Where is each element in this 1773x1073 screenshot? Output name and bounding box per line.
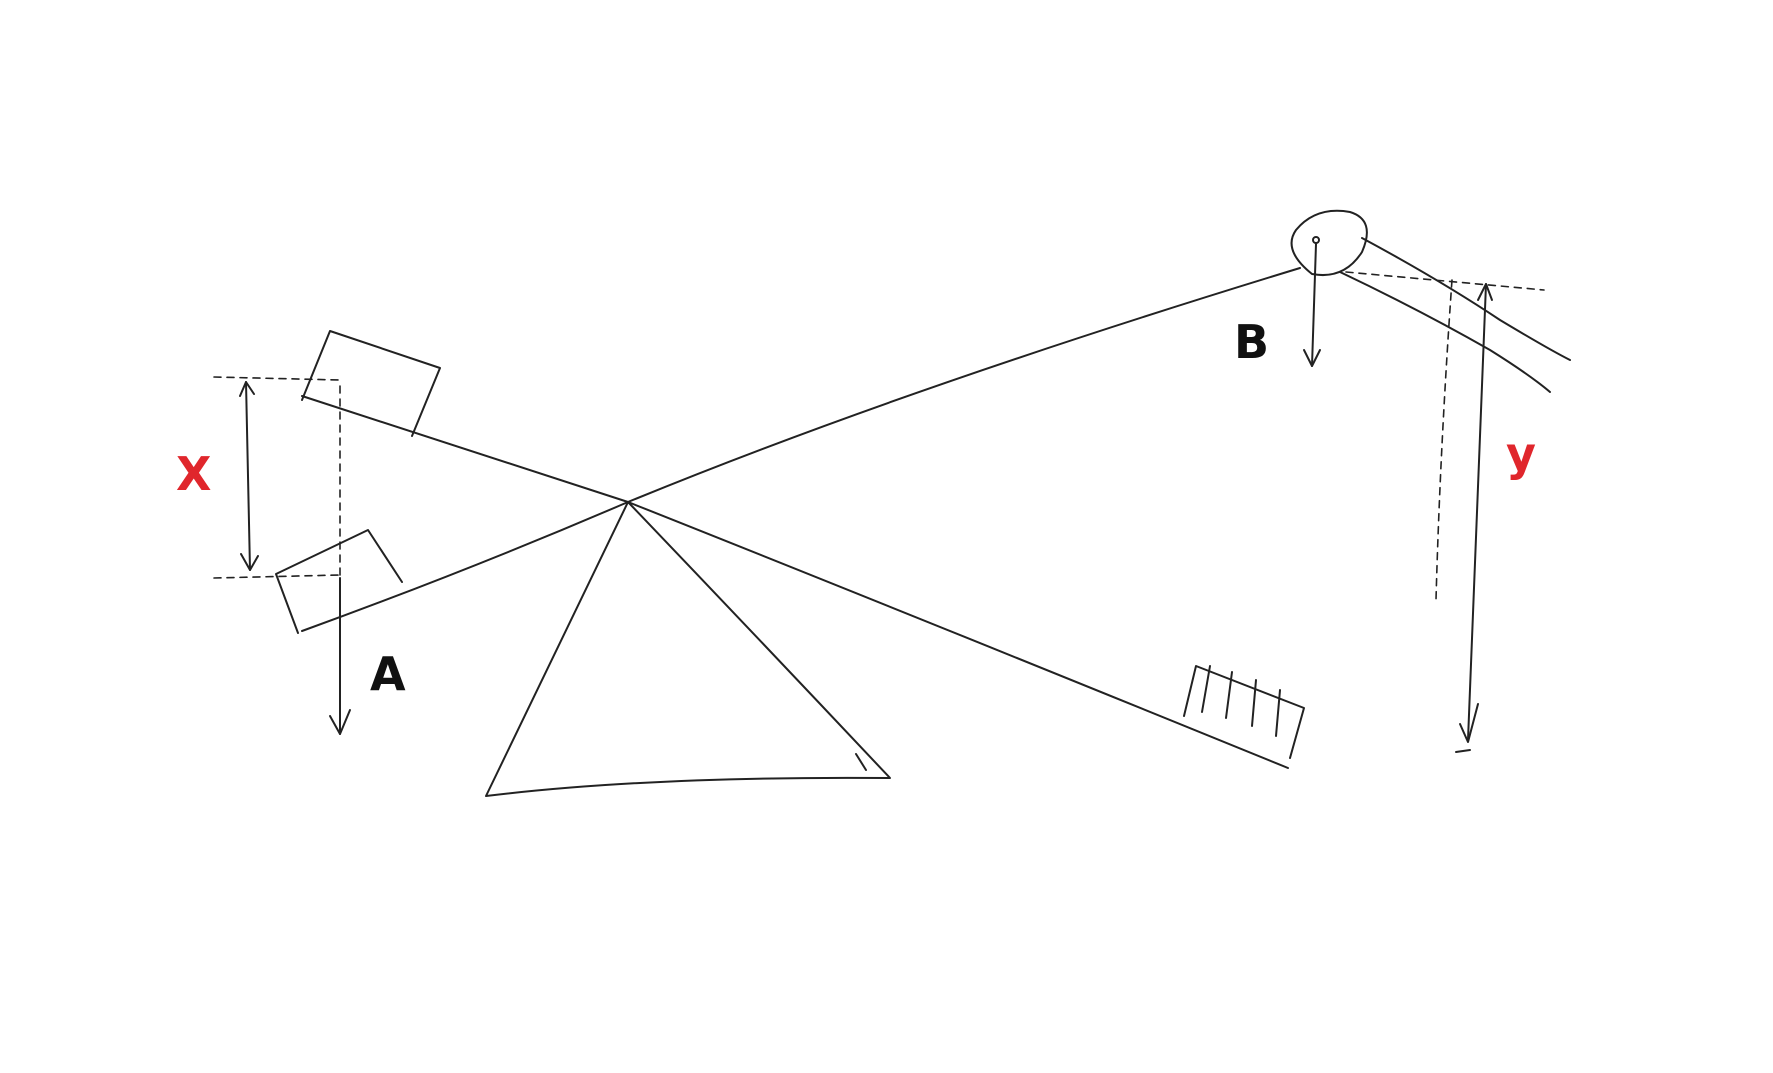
y-dashed-vertical (1435, 279, 1453, 601)
hatch-lines (1201, 665, 1281, 737)
label-x: X (176, 447, 211, 501)
trajectory-lower (1339, 271, 1551, 393)
lever-rest-position (301, 395, 1289, 769)
x-arrow-top (239, 381, 255, 397)
block-a-lower (275, 529, 403, 634)
label-b: B (1234, 315, 1269, 369)
ball-b-center (1312, 236, 1320, 244)
y-dimension-line (1467, 283, 1487, 741)
block-a-upper (301, 330, 441, 437)
fulcrum-triangle (485, 501, 891, 797)
label-y: y (1506, 427, 1536, 481)
ball-b (1290, 209, 1368, 276)
arrow-a-down-head (329, 709, 351, 735)
lever-launch-position (301, 267, 1301, 632)
label-a: A (370, 647, 406, 701)
x-dashed-top (213, 376, 341, 381)
y-arrow-top (1477, 283, 1493, 301)
y-base-tick (1455, 749, 1471, 753)
fulcrum-tick-mark (855, 753, 867, 771)
y-arrow-bottom (1459, 703, 1479, 743)
hatched-weight (1183, 665, 1305, 759)
x-dashed-bottom (213, 574, 341, 579)
x-arrow-bottom (240, 553, 259, 571)
arrow-b-down (1311, 243, 1317, 367)
y-dashed-top (1345, 271, 1545, 291)
trajectory-upper (1361, 237, 1571, 361)
x-dimension-line (245, 381, 251, 571)
arrow-b-down-head (1303, 349, 1321, 367)
